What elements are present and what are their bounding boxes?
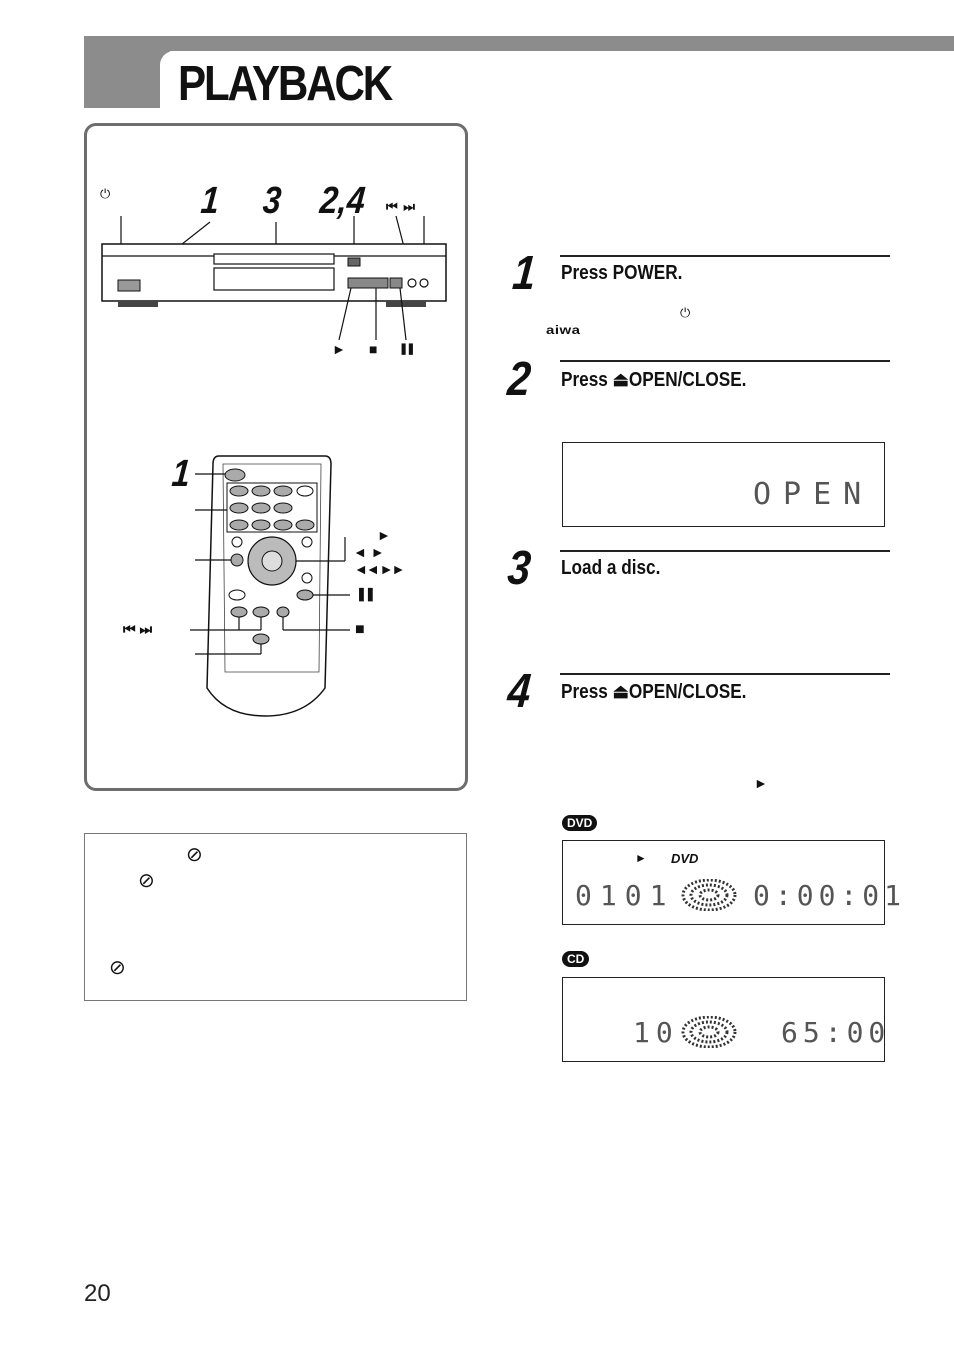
note-box [84, 833, 467, 1001]
dvd-display-play: ► [635, 851, 647, 865]
dvd-display: ► DVD 0101 0:00:01 [562, 840, 901, 925]
step-4-rule [560, 673, 890, 675]
page-title: PLAYBACK [178, 57, 393, 111]
header-block [84, 36, 170, 108]
dvd-badge: DVD [562, 815, 598, 831]
step-3-text: Load a disc. [561, 557, 661, 579]
remote-control-illustration [190, 455, 350, 717]
cd-display-track: 10 [633, 1016, 679, 1049]
open-display-text: OPEN [753, 477, 874, 512]
dvd-display-time: 0:00:01 [753, 879, 907, 912]
play-symbol: ► [754, 775, 768, 791]
step-3-number: 3 [505, 542, 533, 595]
step-2-number: 2 [505, 353, 533, 406]
unit-skip-symbols: ⏮ ⏭ [386, 199, 417, 214]
open-display: OPEN [562, 442, 885, 527]
dvd-display-title-chapter: 0101 [575, 879, 675, 912]
power-icon: ⏻ [680, 305, 691, 320]
disc-icon [681, 1016, 737, 1048]
disc-icon [681, 879, 737, 911]
remote-rew-ff-symbols: ◄◄ ►► [354, 561, 405, 577]
remote-play-symbol: ► [377, 527, 391, 543]
header-bar [84, 36, 954, 51]
unit-pause-symbol: ❚❚ [399, 343, 416, 355]
prohibit-icon: ⊘ [186, 844, 203, 866]
remote-left-right-symbols: ◄ ► [353, 544, 385, 560]
unit-stop-symbol: ■ [369, 341, 378, 357]
dvd-logo: DVD [671, 851, 699, 866]
illustration-panel [84, 123, 468, 791]
step-2-text: Press ⏏OPEN/CLOSE. [561, 369, 747, 391]
prohibit-icon: ⊘ [109, 957, 126, 979]
page-number: 20 [84, 1280, 111, 1307]
step-2-rule [560, 360, 890, 362]
cd-badge: CD [562, 951, 590, 967]
aiwa-logo: aiwa [546, 323, 581, 338]
remote-skip-symbols: ⏮ ⏭ [123, 621, 153, 637]
step-3-rule [560, 550, 890, 552]
dvd-player-illustration [101, 215, 447, 341]
step-4-number: 4 [505, 665, 533, 718]
step-1-text: Press POWER. [561, 262, 683, 284]
remote-pause-symbol: ❚❚ [356, 586, 376, 601]
cd-display-time: 65:00 [781, 1016, 891, 1049]
prohibit-icon: ⊘ [138, 870, 155, 892]
remote-stop-symbol: ■ [355, 621, 365, 638]
unit-play-symbol: ► [332, 341, 346, 357]
header-cutout [160, 51, 954, 111]
step-1-number: 1 [510, 247, 538, 300]
power-icon: ⏻ [100, 186, 111, 201]
step-4-text: Press ⏏OPEN/CLOSE. [561, 681, 747, 703]
step-1-rule [560, 255, 890, 257]
cd-display: 10 65:00 [562, 977, 885, 1062]
